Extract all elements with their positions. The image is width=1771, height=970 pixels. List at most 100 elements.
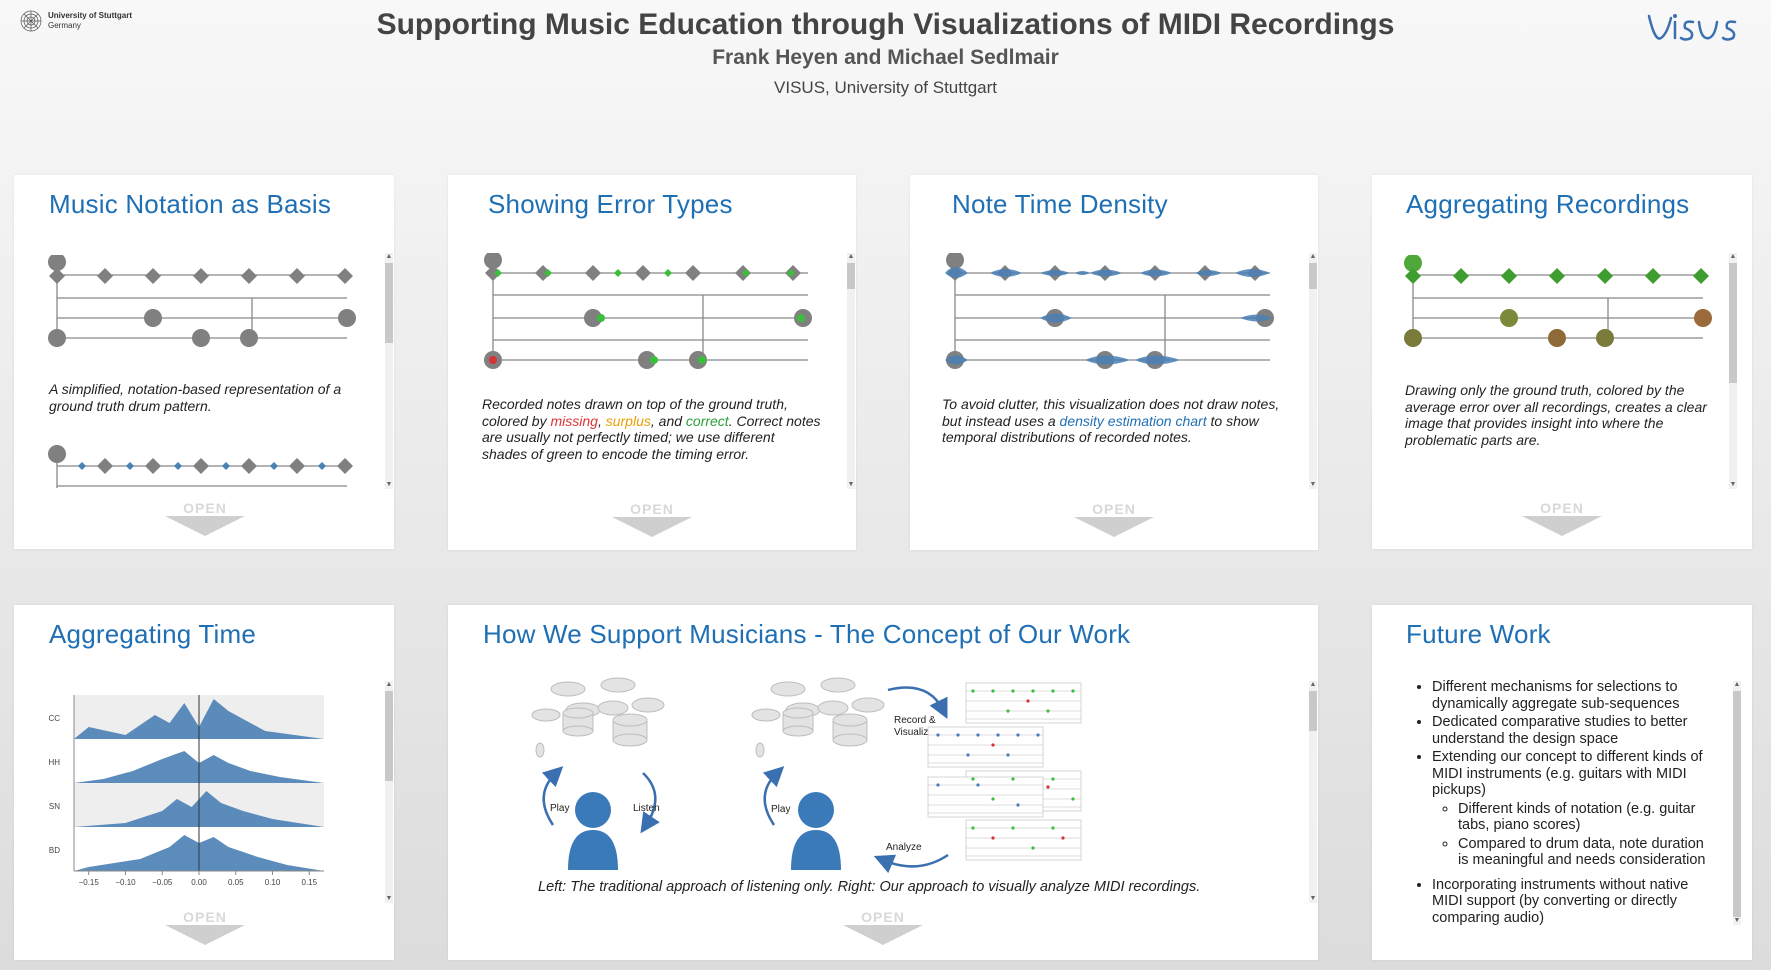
panel-scrollbar[interactable]: ▲ ▼ <box>847 253 855 489</box>
panel-caption: A simplified, notation-based representat… <box>49 381 342 414</box>
missing-label: missing <box>550 412 598 429</box>
open-label: OPEN <box>183 500 227 516</box>
panel-title: Note Time Density <box>952 189 1168 219</box>
aggregated-recordings-chart <box>1404 255 1712 347</box>
panel-title: How We Support Musicians - The Concept o… <box>483 619 1131 649</box>
list-subitem: Different kinds of notation (e.g. guitar… <box>1458 801 1708 834</box>
university-name: University of Stuttgart <box>48 11 133 20</box>
panel-title: Future Work <box>1406 619 1551 649</box>
list-subitem: Compared to drum data, note duration is … <box>1458 836 1708 869</box>
scroll-down-icon[interactable]: ▼ <box>1309 481 1317 488</box>
scroll-down-icon[interactable]: ▼ <box>1309 895 1317 902</box>
panel-scrollbar[interactable]: ▲ ▼ <box>1309 253 1317 489</box>
scroll-thumb[interactable] <box>385 263 393 343</box>
scroll-up-icon[interactable]: ▲ <box>385 681 393 688</box>
recordings-thumbnail-notes <box>936 689 1075 850</box>
panel-concept: How We Support Musicians - The Concept o… <box>448 605 1318 960</box>
panel-density: Note Time Density <box>910 175 1318 550</box>
chevron-down-icon <box>1074 517 1154 537</box>
panel-errors: Showing Error Types <box>448 175 856 550</box>
open-button[interactable]: OPEN <box>165 500 245 536</box>
ridge-category-label: HH <box>48 758 60 767</box>
panel-title: Aggregating Time <box>49 619 256 649</box>
correct-label: correct <box>685 412 729 429</box>
x-tick-label: −0.15 <box>79 878 100 887</box>
panel-aggregating-recordings: Aggregating Recordings Drawing only the … <box>1372 175 1752 549</box>
open-label: OPEN <box>1092 501 1136 517</box>
notation-staff-preview <box>48 445 353 488</box>
ridge-category-label: SN <box>49 802 60 811</box>
caption-text: To avoid clutter, this visualization doe… <box>942 396 1280 429</box>
open-button[interactable]: OPEN <box>165 909 245 945</box>
scroll-up-icon[interactable]: ▲ <box>1309 253 1317 260</box>
visualize-label: Visualize <box>894 727 934 738</box>
chevron-down-icon <box>165 925 245 945</box>
surplus-label: surplus <box>605 412 651 429</box>
list-item: Different mechanisms for selections to d… <box>1432 679 1708 712</box>
panel-scrollbar[interactable]: ▲ ▼ <box>1309 681 1317 903</box>
listen-label: Listen <box>633 803 660 814</box>
x-tick-label: 0.15 <box>302 878 318 887</box>
list-item-text: Extending our concept to different kinds… <box>1432 749 1703 798</box>
scroll-down-icon[interactable]: ▼ <box>1733 917 1741 924</box>
open-label: OPEN <box>1540 500 1584 516</box>
scroll-up-icon[interactable]: ▲ <box>385 253 393 260</box>
chevron-down-icon <box>843 925 923 945</box>
scroll-thumb[interactable] <box>385 691 393 781</box>
ridge-category-label: CC <box>48 714 60 723</box>
drum-kit-icon <box>751 677 885 758</box>
poster-authors: Frank Heyen and Michael Sedlmair <box>712 46 1059 69</box>
play-label: Play <box>771 804 790 815</box>
concept-diagram: Play Listen Play Record & Visualize <box>531 677 1082 874</box>
drum-kit-icon <box>531 677 665 758</box>
scroll-down-icon[interactable]: ▼ <box>385 895 393 902</box>
panel-scrollbar[interactable]: ▲ ▼ <box>1733 681 1741 925</box>
open-button[interactable]: OPEN <box>612 501 692 537</box>
person-icon <box>791 792 841 870</box>
density-chart-link[interactable]: density estimation chart <box>1059 412 1207 429</box>
list-item: Dedicated comparative studies to better … <box>1432 714 1708 747</box>
open-button[interactable]: OPEN <box>1074 501 1154 537</box>
x-tick-label: −0.10 <box>115 878 136 887</box>
scroll-up-icon[interactable]: ▲ <box>1309 681 1317 688</box>
panel-title: Music Notation as Basis <box>49 189 332 219</box>
record-label: Record & <box>894 715 936 726</box>
scroll-up-icon[interactable]: ▲ <box>1733 681 1741 688</box>
person-icon <box>568 792 618 870</box>
analyze-label: Analyze <box>886 842 922 853</box>
scroll-thumb[interactable] <box>1309 691 1317 731</box>
recordings-thumbnails <box>927 682 1082 861</box>
visus-logo <box>1647 14 1737 41</box>
open-button[interactable]: OPEN <box>843 909 923 945</box>
caption-text: to show temporal distributions of record… <box>942 412 1259 446</box>
poster-affiliation: VISUS, University of Stuttgart <box>774 78 997 97</box>
scroll-thumb[interactable] <box>1309 263 1317 289</box>
panel-caption: Drawing only the ground truth, colored b… <box>1405 382 1707 448</box>
list-item: Incorporating instruments without native… <box>1432 877 1708 927</box>
scroll-up-icon[interactable]: ▲ <box>1729 253 1737 260</box>
university-seal-icon <box>20 10 42 32</box>
ridge-density-cc <box>74 699 324 739</box>
open-label: OPEN <box>630 501 674 517</box>
panel-scrollbar[interactable]: ▲ ▼ <box>385 253 393 489</box>
panel-title: Aggregating Recordings <box>1406 189 1690 219</box>
scroll-down-icon[interactable]: ▼ <box>847 481 855 488</box>
scroll-down-icon[interactable]: ▼ <box>1729 481 1737 488</box>
caption-sep: , <box>597 412 606 429</box>
caption-text: Recorded notes drawn on top of the groun… <box>482 396 788 429</box>
caption-text: . Correct notes are usually not perfectl… <box>482 412 821 462</box>
poster-title: Supporting Music Education through Visua… <box>376 8 1395 41</box>
panel-scrollbar[interactable]: ▲ ▼ <box>385 681 393 903</box>
scroll-thumb[interactable] <box>847 263 855 289</box>
chevron-down-icon <box>612 517 692 537</box>
panel-notation: Music Notation as Basis A simplified, n <box>14 175 394 549</box>
poster-header: University of Stuttgart Germany Supporti… <box>0 0 1771 120</box>
scroll-down-icon[interactable]: ▼ <box>385 481 393 488</box>
scroll-up-icon[interactable]: ▲ <box>847 253 855 260</box>
scroll-thumb[interactable] <box>1733 691 1741 917</box>
panel-scrollbar[interactable]: ▲ ▼ <box>1729 253 1737 489</box>
chevron-down-icon <box>1522 516 1602 536</box>
open-button[interactable]: OPEN <box>1522 500 1602 536</box>
scroll-thumb[interactable] <box>1729 263 1737 383</box>
